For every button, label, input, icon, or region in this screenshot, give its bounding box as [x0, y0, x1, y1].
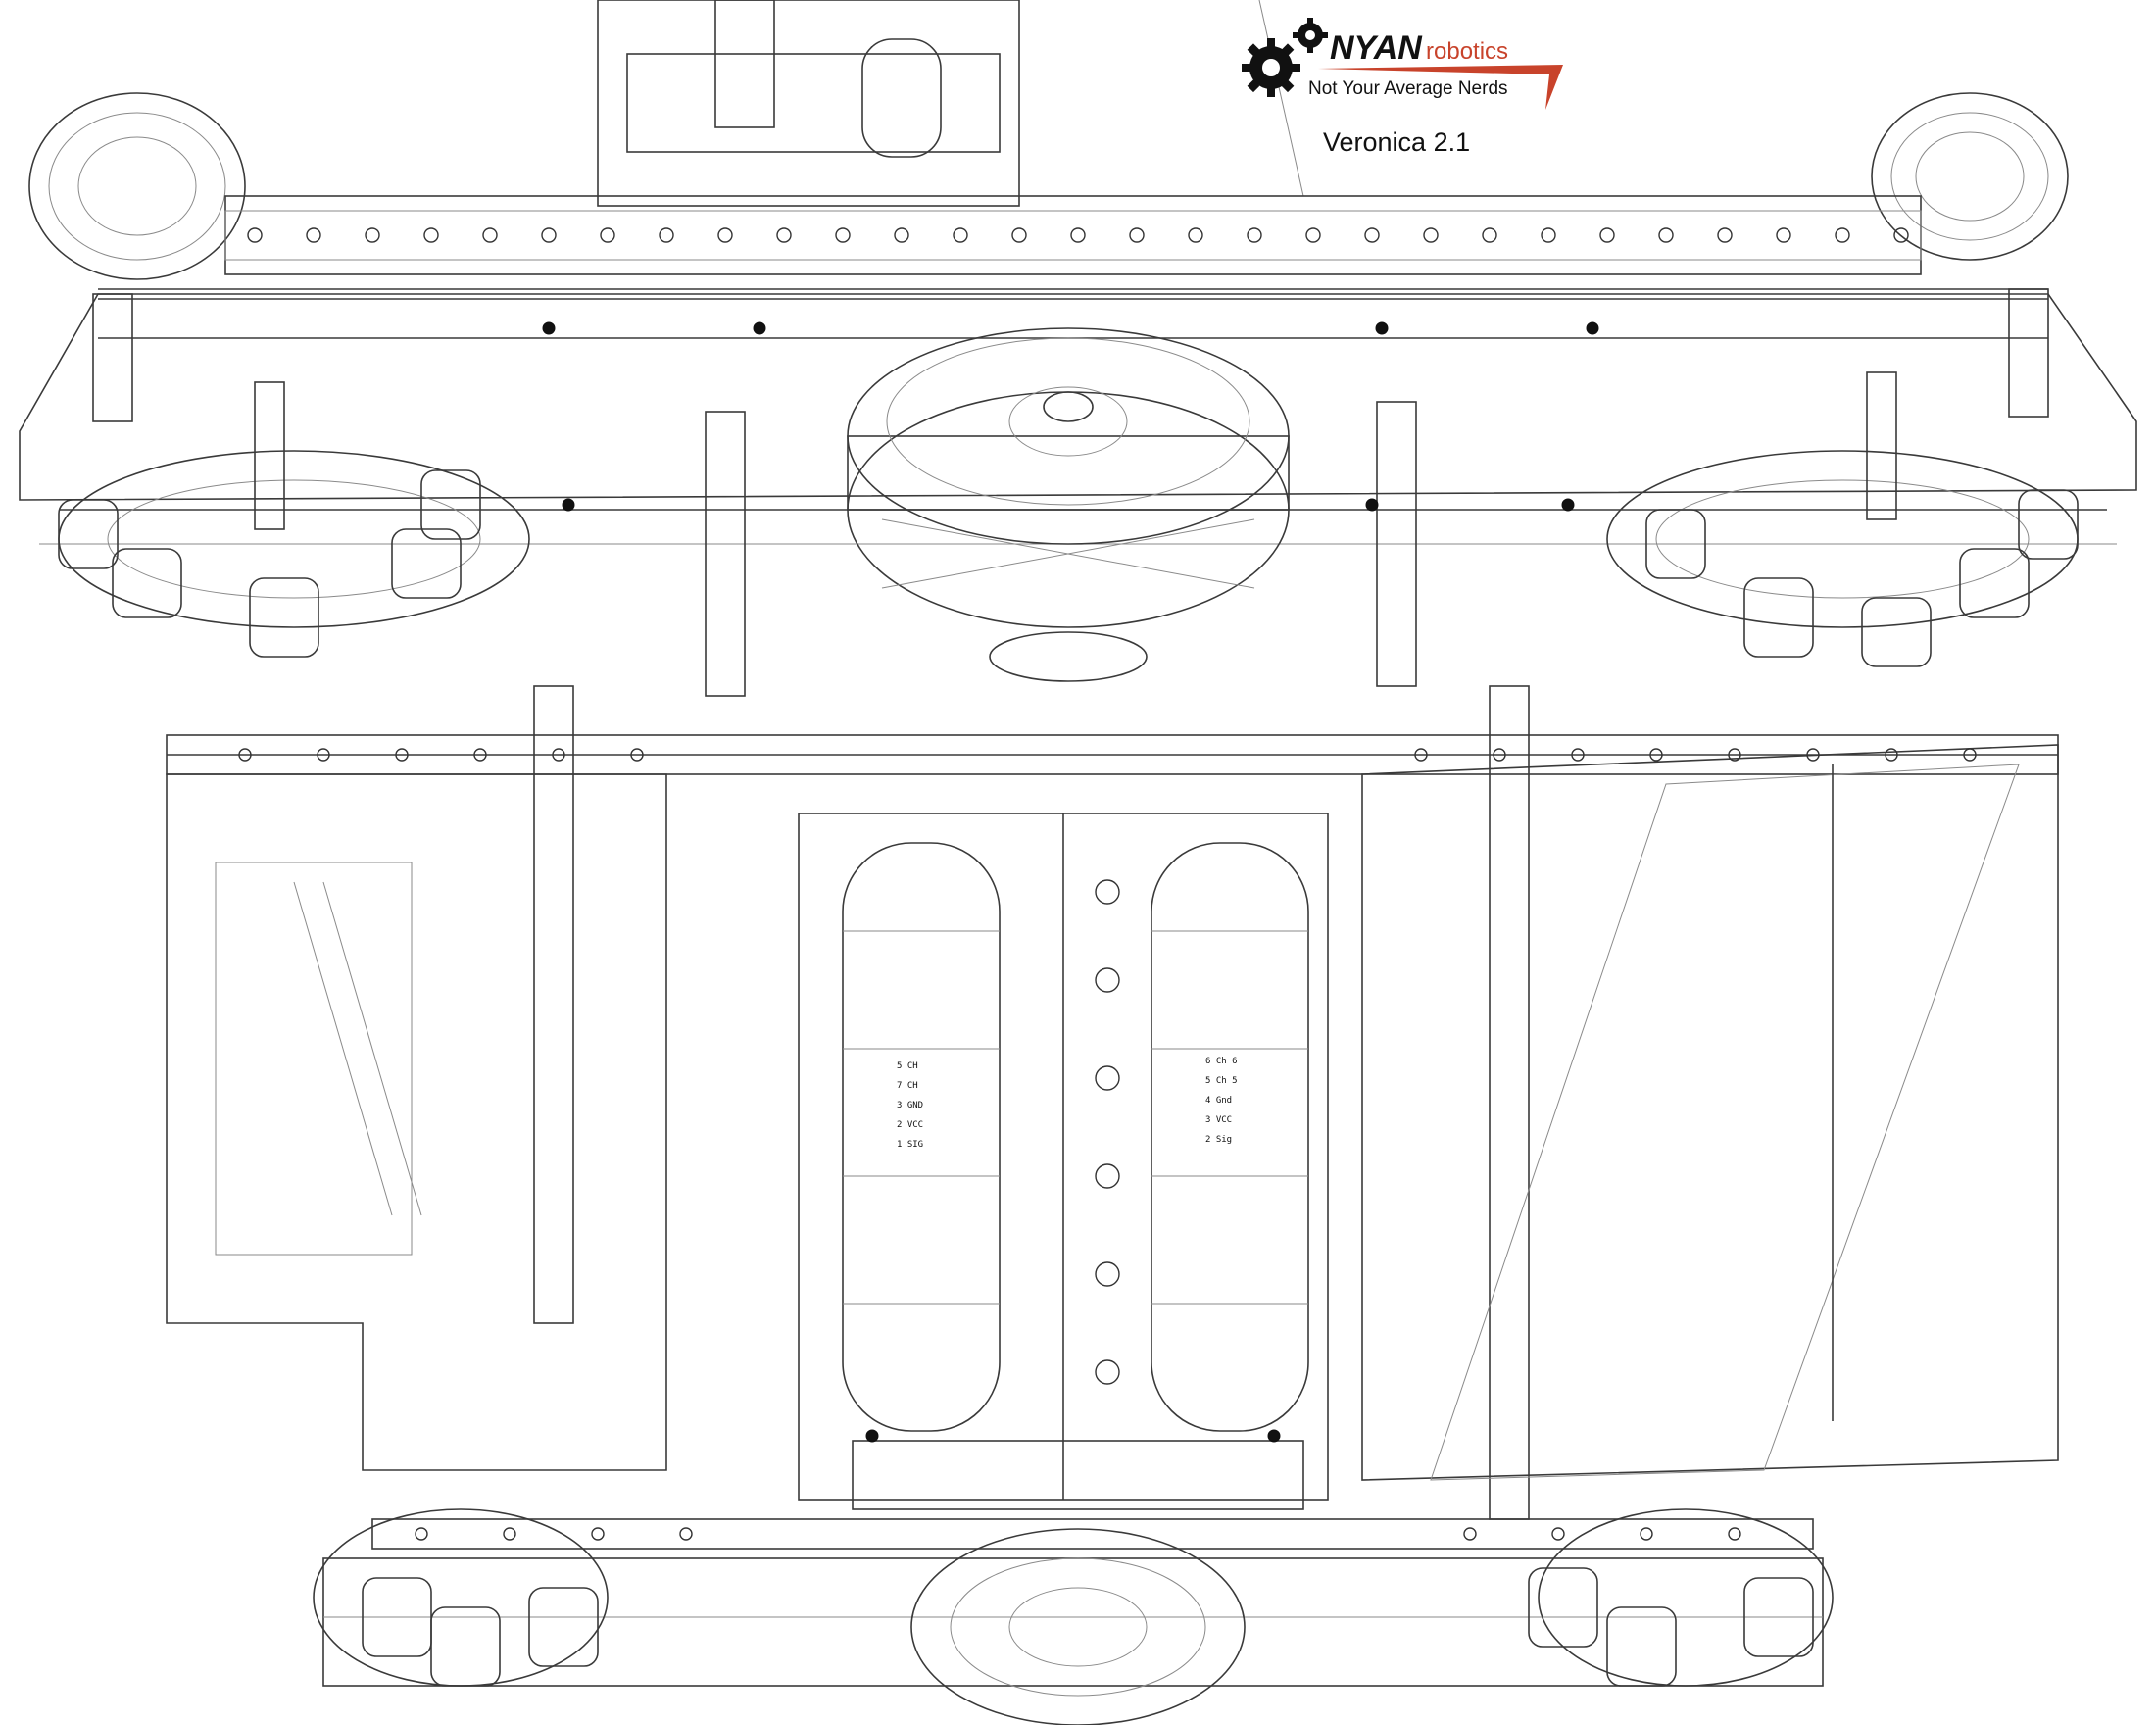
left-side-frame [166, 773, 667, 1471]
pin-label: 1 SIG [897, 1140, 923, 1150]
pin-label: 3 VCC [1205, 1115, 1232, 1125]
pin-label: 5 CH [897, 1061, 918, 1071]
pin-labels-right-tube: 6 Ch 6 5 Ch 5 4 Gnd 3 VCC 2 Sig [1205, 1057, 1238, 1145]
brand-logo: NYAN robotics Not Your Average Nerds [1242, 18, 1563, 110]
top-mast-assembly [597, 0, 1304, 207]
pin-label: 5 Ch 5 [1205, 1076, 1238, 1086]
mecanum-wheel-rear-left [313, 1508, 609, 1687]
top-channel-beam [98, 195, 2048, 339]
brand-suffix: robotics [1426, 38, 1508, 65]
mecanum-wheel-rear-right [1528, 1508, 1834, 1687]
right-side-frame [1361, 744, 2059, 1481]
model-name-label: Veronica 2.1 [1323, 127, 1471, 157]
upper-chassis-plate [19, 293, 2137, 775]
logo-swoosh [1318, 65, 1563, 110]
pin-label: 6 Ch 6 [1205, 1057, 1238, 1066]
bottom-center-wheel [910, 1528, 1246, 1725]
fasteners [542, 321, 1599, 1443]
pin-label: 2 VCC [897, 1120, 923, 1130]
rear-right-wheel [1871, 92, 2069, 261]
center-lift-frame [798, 813, 1329, 1510]
plate-hole-pattern [238, 227, 1977, 1541]
brand-name: NYAN [1330, 29, 1423, 67]
pin-labels-left-tube: 5 CH 7 CH 3 GND 2 VCC 1 SIG [897, 1061, 923, 1150]
brand-tagline: Not Your Average Nerds [1308, 78, 1508, 99]
pin-label: 4 Gnd [1205, 1096, 1232, 1106]
vertical-standoffs [92, 288, 2049, 1520]
central-drive-gear [847, 327, 1290, 682]
pin-label: 2 Sig [1205, 1135, 1232, 1145]
pin-label: 3 GND [897, 1101, 923, 1110]
rear-left-wheel [28, 92, 246, 280]
pin-label: 7 CH [897, 1081, 918, 1091]
mecanum-wheel-front-left [58, 381, 530, 658]
mecanum-wheel-front-right [1606, 371, 2079, 667]
